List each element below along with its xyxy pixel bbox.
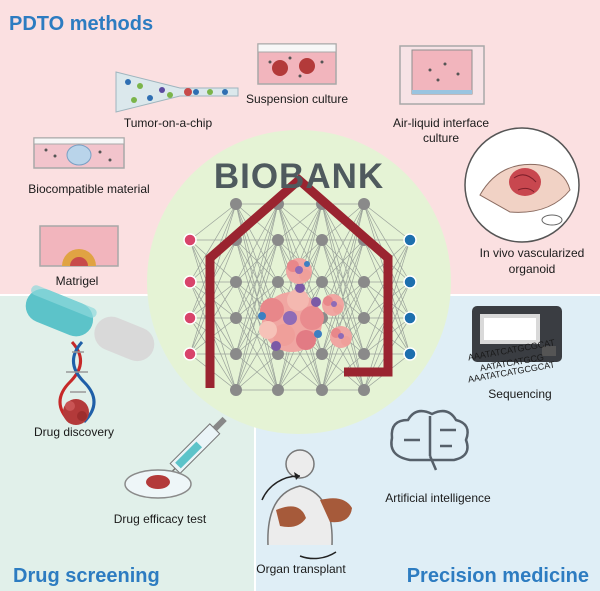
label-air-liquid-line2: culture (423, 131, 459, 145)
hidden-node (358, 312, 370, 324)
suspension-culture-icon (257, 43, 337, 85)
label-air-liquid-line1: Air-liquid interface (393, 116, 489, 130)
house-outline (205, 174, 393, 388)
network-link (235, 281, 279, 355)
hidden-node (230, 276, 242, 288)
hidden-node (316, 276, 328, 288)
network-link (235, 281, 279, 319)
biobank-title: BIOBANK (214, 157, 384, 196)
hidden-node (272, 234, 284, 246)
tumor-on-a-chip-icon (115, 71, 239, 113)
input-node (183, 311, 197, 325)
output-node (403, 233, 417, 247)
air-liquid-interface-icon (399, 45, 485, 105)
network-link (321, 203, 365, 283)
label-artificial-intelligence: Artificial intelligence (385, 491, 491, 505)
organ-transplant-icon (261, 449, 352, 560)
drug-discovery-icon (25, 285, 155, 425)
organoid-cluster-large (258, 283, 324, 352)
label-tumor-on-a-chip: Tumor-on-a-chip (124, 116, 213, 130)
network-link (321, 353, 365, 391)
hidden-node (272, 276, 284, 288)
output-node (403, 347, 417, 361)
network-link (277, 203, 323, 241)
network-link (189, 203, 237, 283)
input-node (183, 275, 197, 289)
hidden-node (358, 348, 370, 360)
network-link (235, 239, 279, 391)
network-link (189, 203, 237, 241)
label-organ-transplant: Organ transplant (256, 562, 346, 576)
sequencing-icon (472, 306, 562, 362)
brain-icon (390, 409, 469, 471)
network-link (235, 203, 279, 283)
network-link (235, 203, 279, 319)
input-node (183, 347, 197, 361)
hidden-node (358, 198, 370, 210)
drug-efficacy-test-icon (124, 416, 227, 499)
network-link (277, 203, 323, 283)
network-link (321, 239, 365, 391)
organoid-cluster-top (286, 258, 312, 284)
network-link (235, 203, 279, 355)
label-in-vivo-line1: In vivo vascularized (480, 246, 585, 260)
label-sequencing: Sequencing (488, 387, 551, 401)
label-suspension-culture: Suspension culture (246, 92, 348, 106)
section-title-pdto-methods: PDTO methods (9, 13, 153, 35)
label-drug-discovery: Drug discovery (34, 425, 114, 439)
hidden-node (358, 384, 370, 396)
network-link (321, 317, 365, 391)
label-biocompatible-material: Biocompatible material (28, 182, 149, 196)
network-link (235, 353, 279, 391)
network-link (321, 281, 365, 355)
hidden-node (316, 348, 328, 360)
biocompatible-material-icon (33, 137, 125, 169)
organoid-cluster-right (322, 294, 352, 348)
hidden-node (316, 384, 328, 396)
hidden-node (272, 348, 284, 360)
section-title-drug-screening: Drug screening (13, 565, 160, 587)
output-node (403, 311, 417, 325)
label-in-vivo-line2: organoid (509, 262, 556, 276)
input-node (183, 233, 197, 247)
in-vivo-organoid-icon (464, 127, 580, 243)
output-node (403, 275, 417, 289)
hidden-node (358, 276, 370, 288)
hidden-node (272, 384, 284, 396)
matrigel-icon (39, 225, 119, 267)
network-link (277, 353, 323, 391)
label-matrigel: Matrigel (56, 274, 99, 288)
section-title-precision-medicine: Precision medicine (407, 565, 589, 587)
label-drug-efficacy-test: Drug efficacy test (114, 512, 207, 526)
hidden-node (316, 234, 328, 246)
network-link (363, 203, 411, 283)
network-link (235, 203, 279, 391)
hidden-node (230, 348, 242, 360)
network-link (363, 203, 411, 241)
hidden-node (230, 312, 242, 324)
hidden-node (230, 198, 242, 210)
hidden-node (230, 384, 242, 396)
